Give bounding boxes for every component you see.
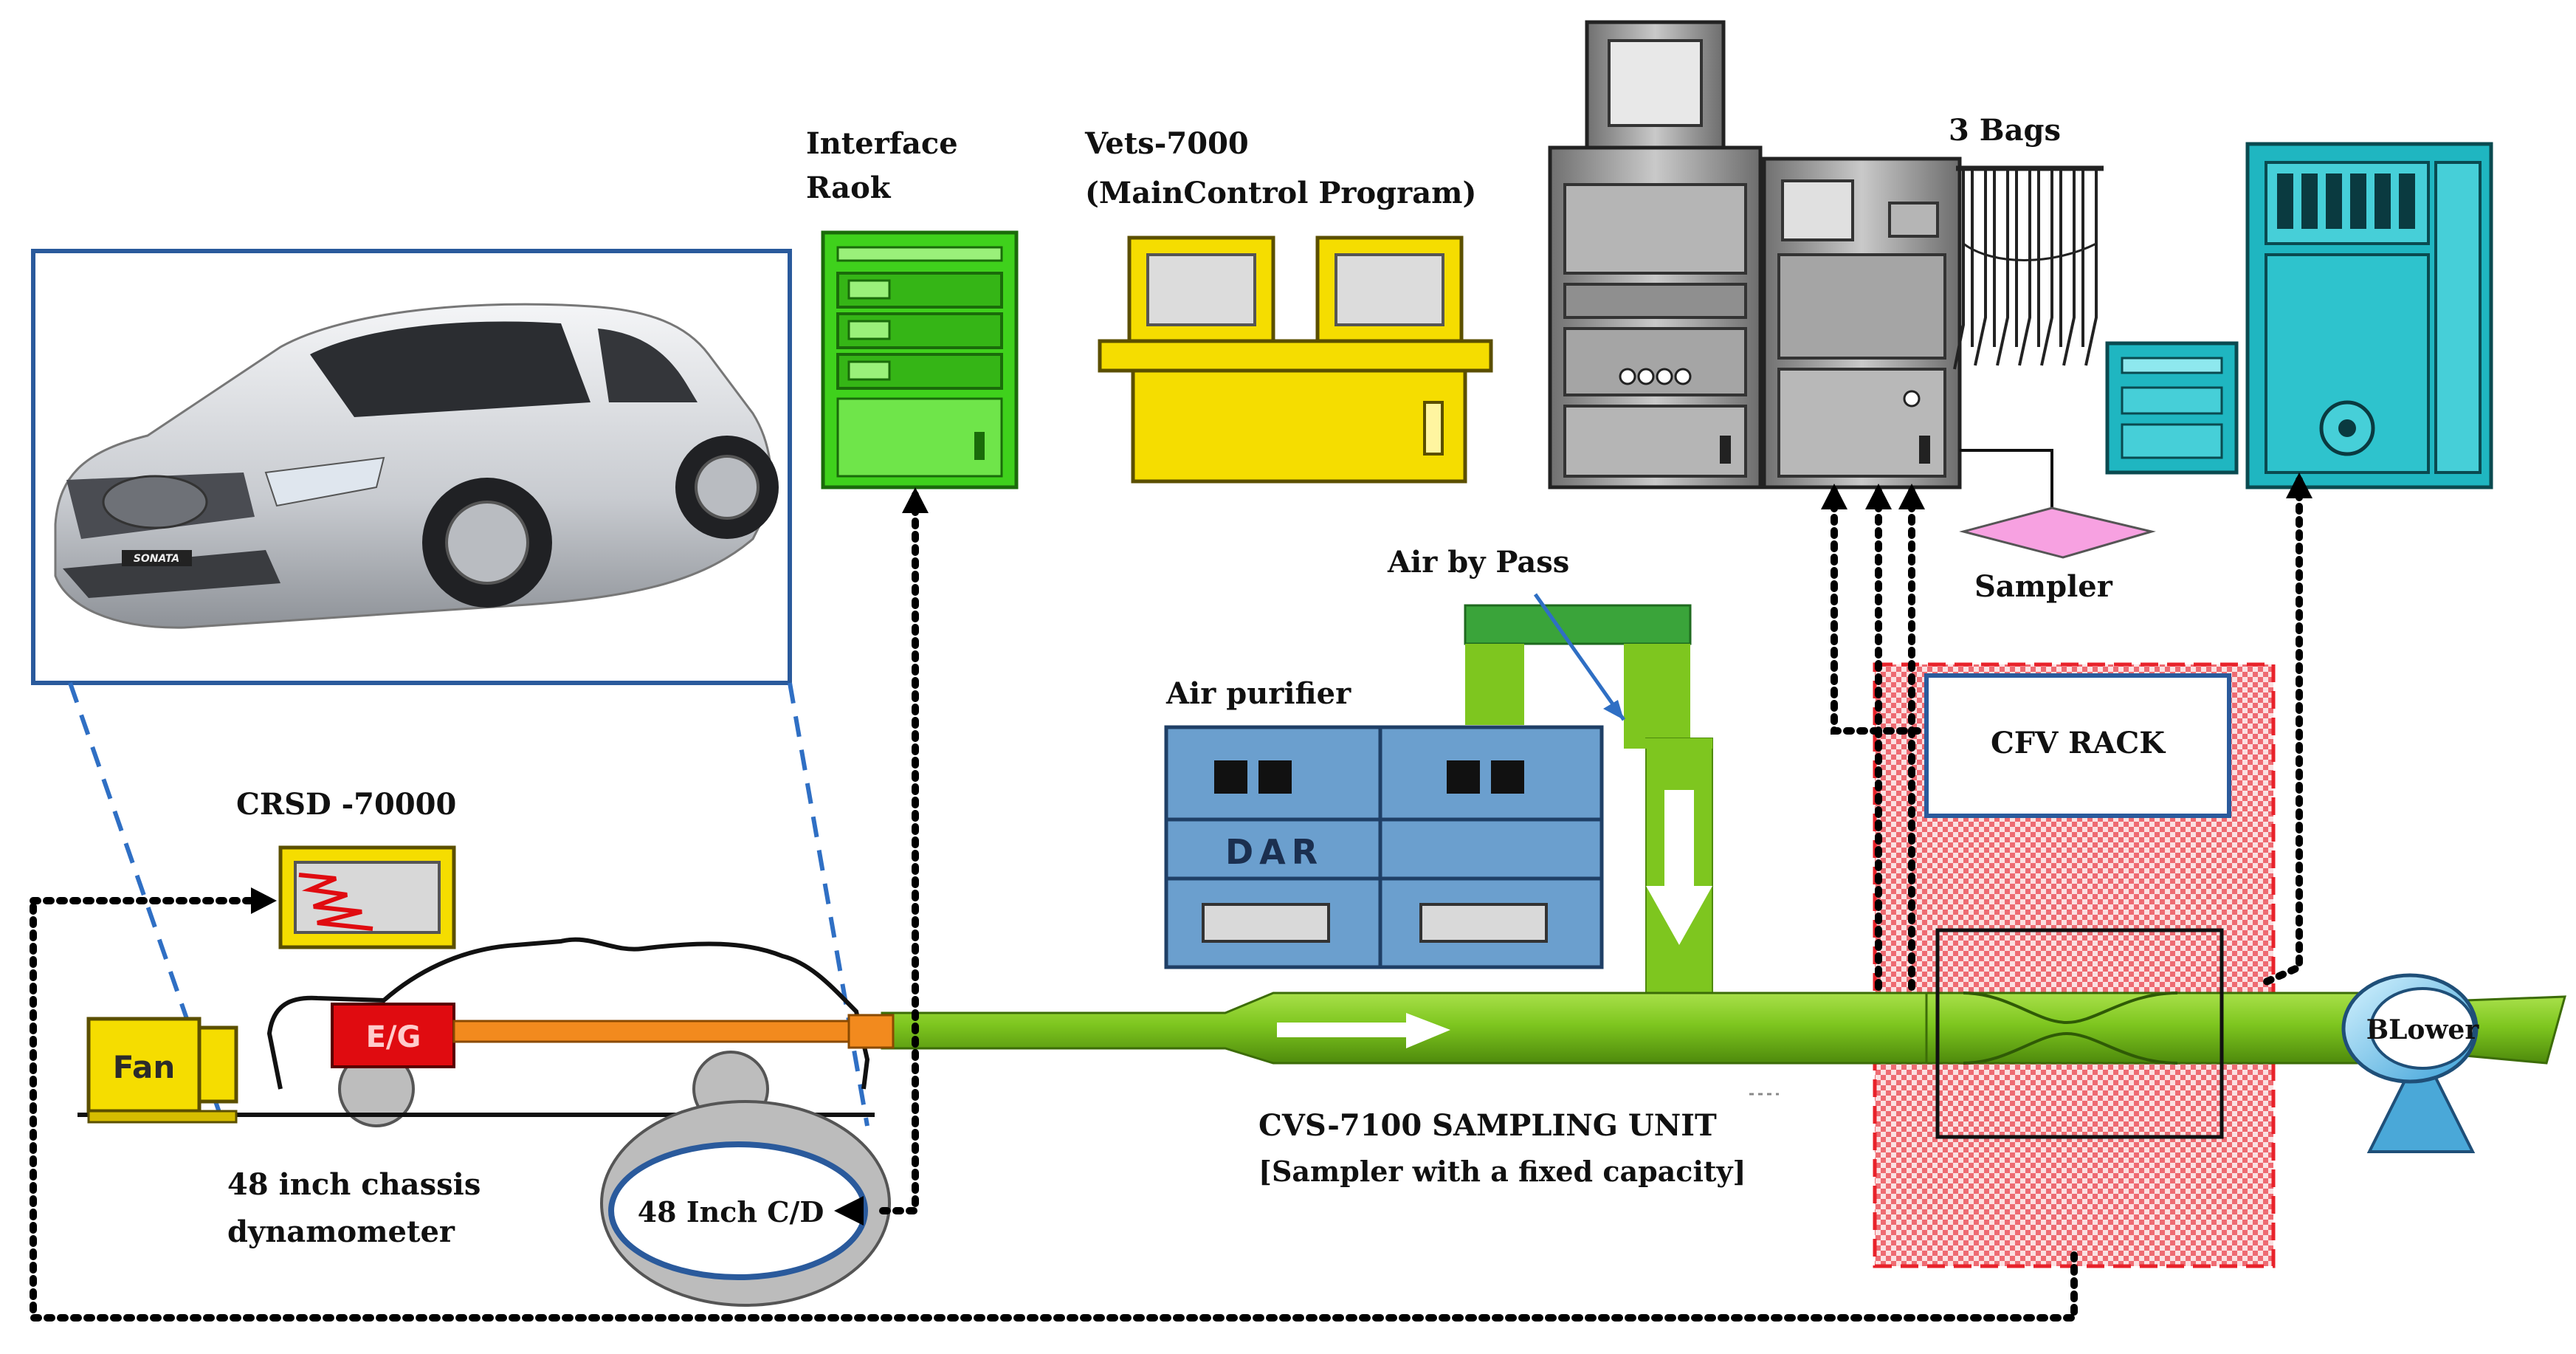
air-bypass-duct xyxy=(1464,604,1713,1005)
interface-rack-label-1: Interface xyxy=(806,126,958,161)
analyzer-cabinet-right xyxy=(1762,157,1962,489)
cfv-rack-box xyxy=(1924,673,2231,818)
analyzer-cabinet-left xyxy=(1548,20,1763,489)
blower xyxy=(2341,973,2479,1153)
teal-analyzer xyxy=(2105,142,2493,489)
vets-control-desk xyxy=(1098,236,1493,484)
vets-label-1: Vets-7000 xyxy=(1084,126,1249,161)
drive-shaft xyxy=(452,1014,895,1049)
car-photo: SONATA xyxy=(31,249,792,685)
fan-label: Fan xyxy=(113,1049,175,1085)
sampler-label: Sampler xyxy=(1974,569,2113,604)
chassis-label-2: dynamometer xyxy=(227,1214,455,1249)
signal-arrowheads xyxy=(251,472,2312,1226)
fan-unit xyxy=(86,1017,238,1124)
crsd-display xyxy=(278,845,456,949)
air-bypass-arrow xyxy=(1533,593,1626,721)
three-bags-label: 3 Bags xyxy=(1949,113,2061,148)
cfv-venturi-frame xyxy=(1935,928,2224,1139)
air-purifier-label: Air purifier xyxy=(1165,676,1351,711)
air-bypass-arrowhead xyxy=(1603,700,1624,720)
car-image: SONATA xyxy=(54,303,779,629)
chassis-label-1: 48 inch chassis xyxy=(227,1167,481,1202)
cvs-label-2: [Sampler with a fixed capacity] xyxy=(1258,1155,1746,1188)
dar-label: DAR xyxy=(1225,832,1323,872)
cfv-rack-label: CFV RACK xyxy=(1991,726,2166,760)
blower-label: BLower xyxy=(2366,1014,2480,1045)
cvs-pipe xyxy=(881,992,2566,1065)
cvs-label-1: CVS-7100 SAMPLING UNIT xyxy=(1258,1108,1717,1143)
chassis-dynamometer-roller xyxy=(600,1100,891,1307)
engine-label: E/G xyxy=(366,1020,421,1054)
air-by-pass-label: Air by Pass xyxy=(1387,545,1569,580)
interface-rack-label-2: Raok xyxy=(806,171,892,205)
sample-bags xyxy=(1953,165,2104,370)
signal-lines xyxy=(30,476,2303,1322)
vets-label-2: (MainControl Program) xyxy=(1085,176,1476,210)
crsd-label: CRSD -70000 xyxy=(236,787,456,822)
cd-label: 48 Inch C/D xyxy=(638,1195,824,1228)
car-badge: SONATA xyxy=(134,553,180,565)
interface-rack xyxy=(821,230,1019,489)
air-purifier xyxy=(1164,725,1604,969)
sampler xyxy=(1959,449,2156,559)
